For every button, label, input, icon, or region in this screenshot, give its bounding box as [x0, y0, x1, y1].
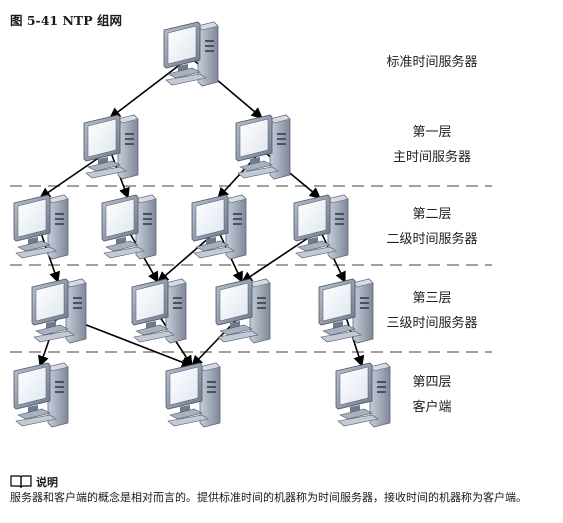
computer-icon — [191, 194, 247, 260]
tier-sublabel: 客户端 — [412, 399, 451, 415]
computer-icon — [83, 114, 139, 180]
computer-icon — [163, 21, 219, 87]
computer-icon — [31, 278, 87, 344]
book-icon — [10, 475, 32, 488]
sync-arrow — [109, 56, 191, 119]
tier-sublabel: 二级时间服务器 — [386, 231, 477, 247]
tier-label: 第一层 — [412, 125, 451, 140]
tier-label: 第四层 — [412, 375, 451, 390]
computer-icon — [13, 194, 69, 260]
tier-sublabel: 主时间服务器 — [393, 149, 471, 165]
computer-icon — [13, 362, 69, 428]
computer-icon — [165, 362, 221, 428]
tier-sublabel: 三级时间服务器 — [386, 315, 477, 331]
computer-icon — [293, 194, 349, 260]
computer-icon — [318, 278, 374, 344]
computer-icon — [101, 194, 157, 260]
note-text: 服务器和客户端的概念是相对而言的。提供标准时间的机器称为时间服务器，接收时间的机… — [10, 491, 527, 504]
tier-label: 标准时间服务器 — [386, 54, 477, 70]
computer-icon — [235, 114, 291, 180]
computer-icon — [335, 362, 391, 428]
ntp-network-diagram: 标准时间服务器第一层主时间服务器第二层二级时间服务器第三层三级时间服务器第四层客… — [10, 21, 492, 428]
computer-icon — [215, 278, 271, 344]
tier-label: 第三层 — [412, 291, 451, 306]
note-title: 说明 — [36, 476, 58, 489]
computer-icon — [131, 278, 187, 344]
tier-label: 第二层 — [412, 207, 451, 222]
figure-title: 图 5-41 NTP 组网 — [10, 13, 122, 28]
